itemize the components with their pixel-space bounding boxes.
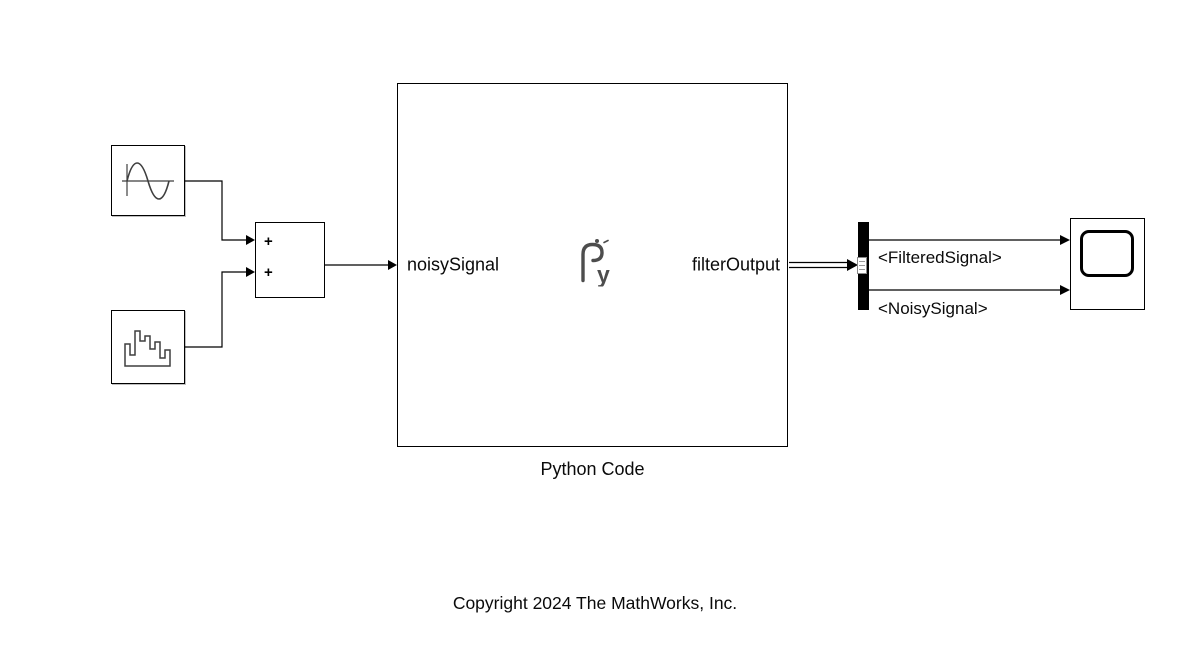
bus-selector-icon — [857, 257, 867, 274]
arrowhead — [246, 267, 255, 277]
python-block-caption[interactable]: Python Code — [540, 459, 645, 479]
wire-sum-to-python[interactable] — [325, 260, 397, 270]
wire-noise-to-sum[interactable] — [185, 267, 255, 348]
noisy-signal-label[interactable]: <NoisySignal> — [878, 299, 988, 318]
wire-sine-to-sum[interactable] — [185, 180, 255, 245]
svg-text:y: y — [597, 262, 610, 287]
sum-plus-sign-bottom: + — [264, 264, 273, 281]
sum-plus-sign-top: + — [264, 233, 273, 250]
filtered-signal-label[interactable]: <FilteredSignal> — [878, 248, 1002, 267]
arrowhead — [1060, 285, 1070, 295]
arrowhead — [1060, 235, 1070, 245]
sum-block[interactable]: + + — [255, 222, 325, 298]
wire-python-to-bus[interactable] — [789, 259, 858, 271]
arrowhead — [246, 235, 255, 245]
sine-wave-source-block[interactable] — [111, 145, 185, 216]
wire-filtered-to-scope[interactable] — [869, 235, 1070, 245]
scope-icon — [1080, 230, 1134, 277]
python-code-block[interactable]: noisySignal filterOutput y — [397, 83, 788, 447]
sine-wave-icon — [122, 162, 174, 200]
arrowhead — [388, 260, 397, 270]
input-port-label: noisySignal — [407, 254, 500, 275]
wire-noisy-to-scope[interactable] — [869, 285, 1070, 295]
scope-block[interactable] — [1070, 218, 1145, 310]
arrowhead — [847, 259, 858, 271]
copyright-annotation: Copyright 2024 The MathWorks, Inc. — [452, 593, 738, 613]
bus-selector-block[interactable] — [857, 222, 869, 310]
output-port-label: filterOutput — [691, 254, 780, 275]
noise-source-block[interactable] — [111, 310, 185, 384]
noise-signal-icon — [124, 330, 171, 367]
python-icon: y — [580, 239, 610, 287]
